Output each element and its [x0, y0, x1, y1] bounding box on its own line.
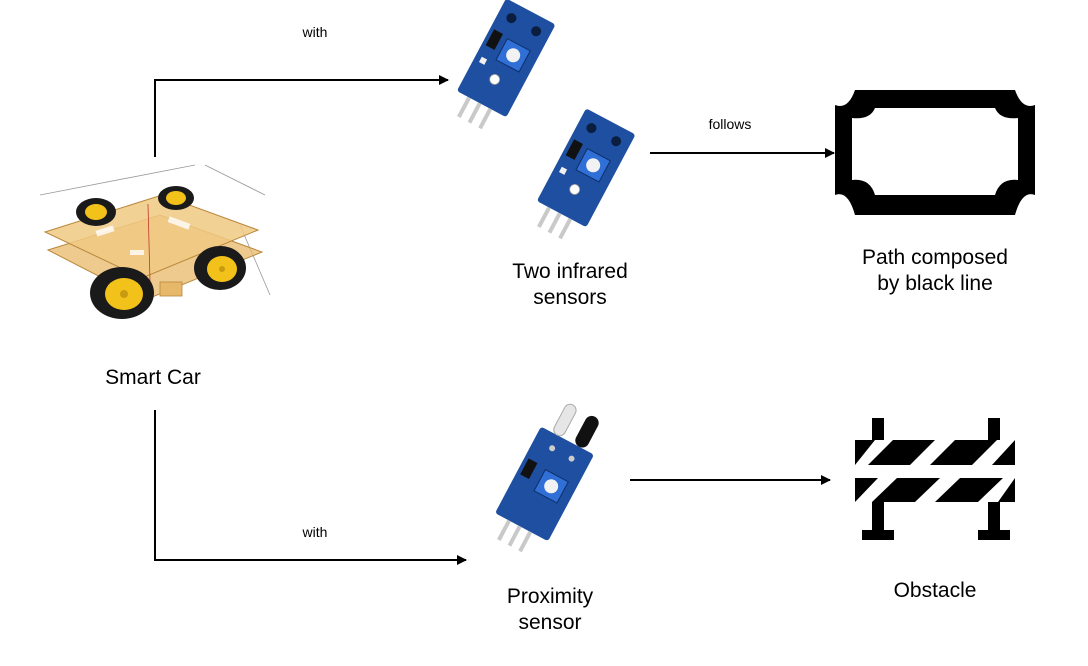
proximity-sensor-image — [496, 403, 599, 553]
edge-label-car-to-proximity: with — [302, 524, 328, 540]
black-line-frame-icon — [835, 90, 1035, 215]
infrared-sensor-top — [457, 0, 555, 130]
edge-label-car-to-infrared: with — [302, 24, 328, 40]
arrow-car-to-proximity — [154, 410, 467, 565]
wheel-rear-right — [158, 186, 194, 210]
wheel-front-left — [90, 267, 154, 319]
road-barrier-icon — [855, 418, 1015, 540]
wheel-front-right — [194, 246, 246, 290]
label-proximity-sensor: Proximity sensor — [450, 584, 650, 637]
label-infrared-line2: sensors — [533, 286, 607, 310]
label-infrared-line1: Two infrared — [512, 260, 628, 283]
smart-car-image — [39, 164, 271, 319]
label-path-line2: by black line — [877, 272, 993, 296]
label-obstacle: Obstacle — [893, 579, 977, 602]
label-proximity-line2: sensor — [518, 611, 582, 635]
infrared-sensor-bottom — [537, 109, 635, 240]
wheel-rear-left — [76, 198, 116, 226]
label-path: Path composed by black line — [815, 245, 1055, 298]
label-proximity-line1: Proximity — [506, 585, 594, 608]
label-smart-car: Smart Car — [105, 366, 201, 389]
label-infrared-sensors: Two infrared sensors — [470, 259, 670, 312]
label-path-line1: Path composed — [862, 246, 1008, 269]
edge-label-infrared-to-path: follows — [708, 116, 752, 132]
arrow-car-to-infrared — [154, 75, 449, 157]
